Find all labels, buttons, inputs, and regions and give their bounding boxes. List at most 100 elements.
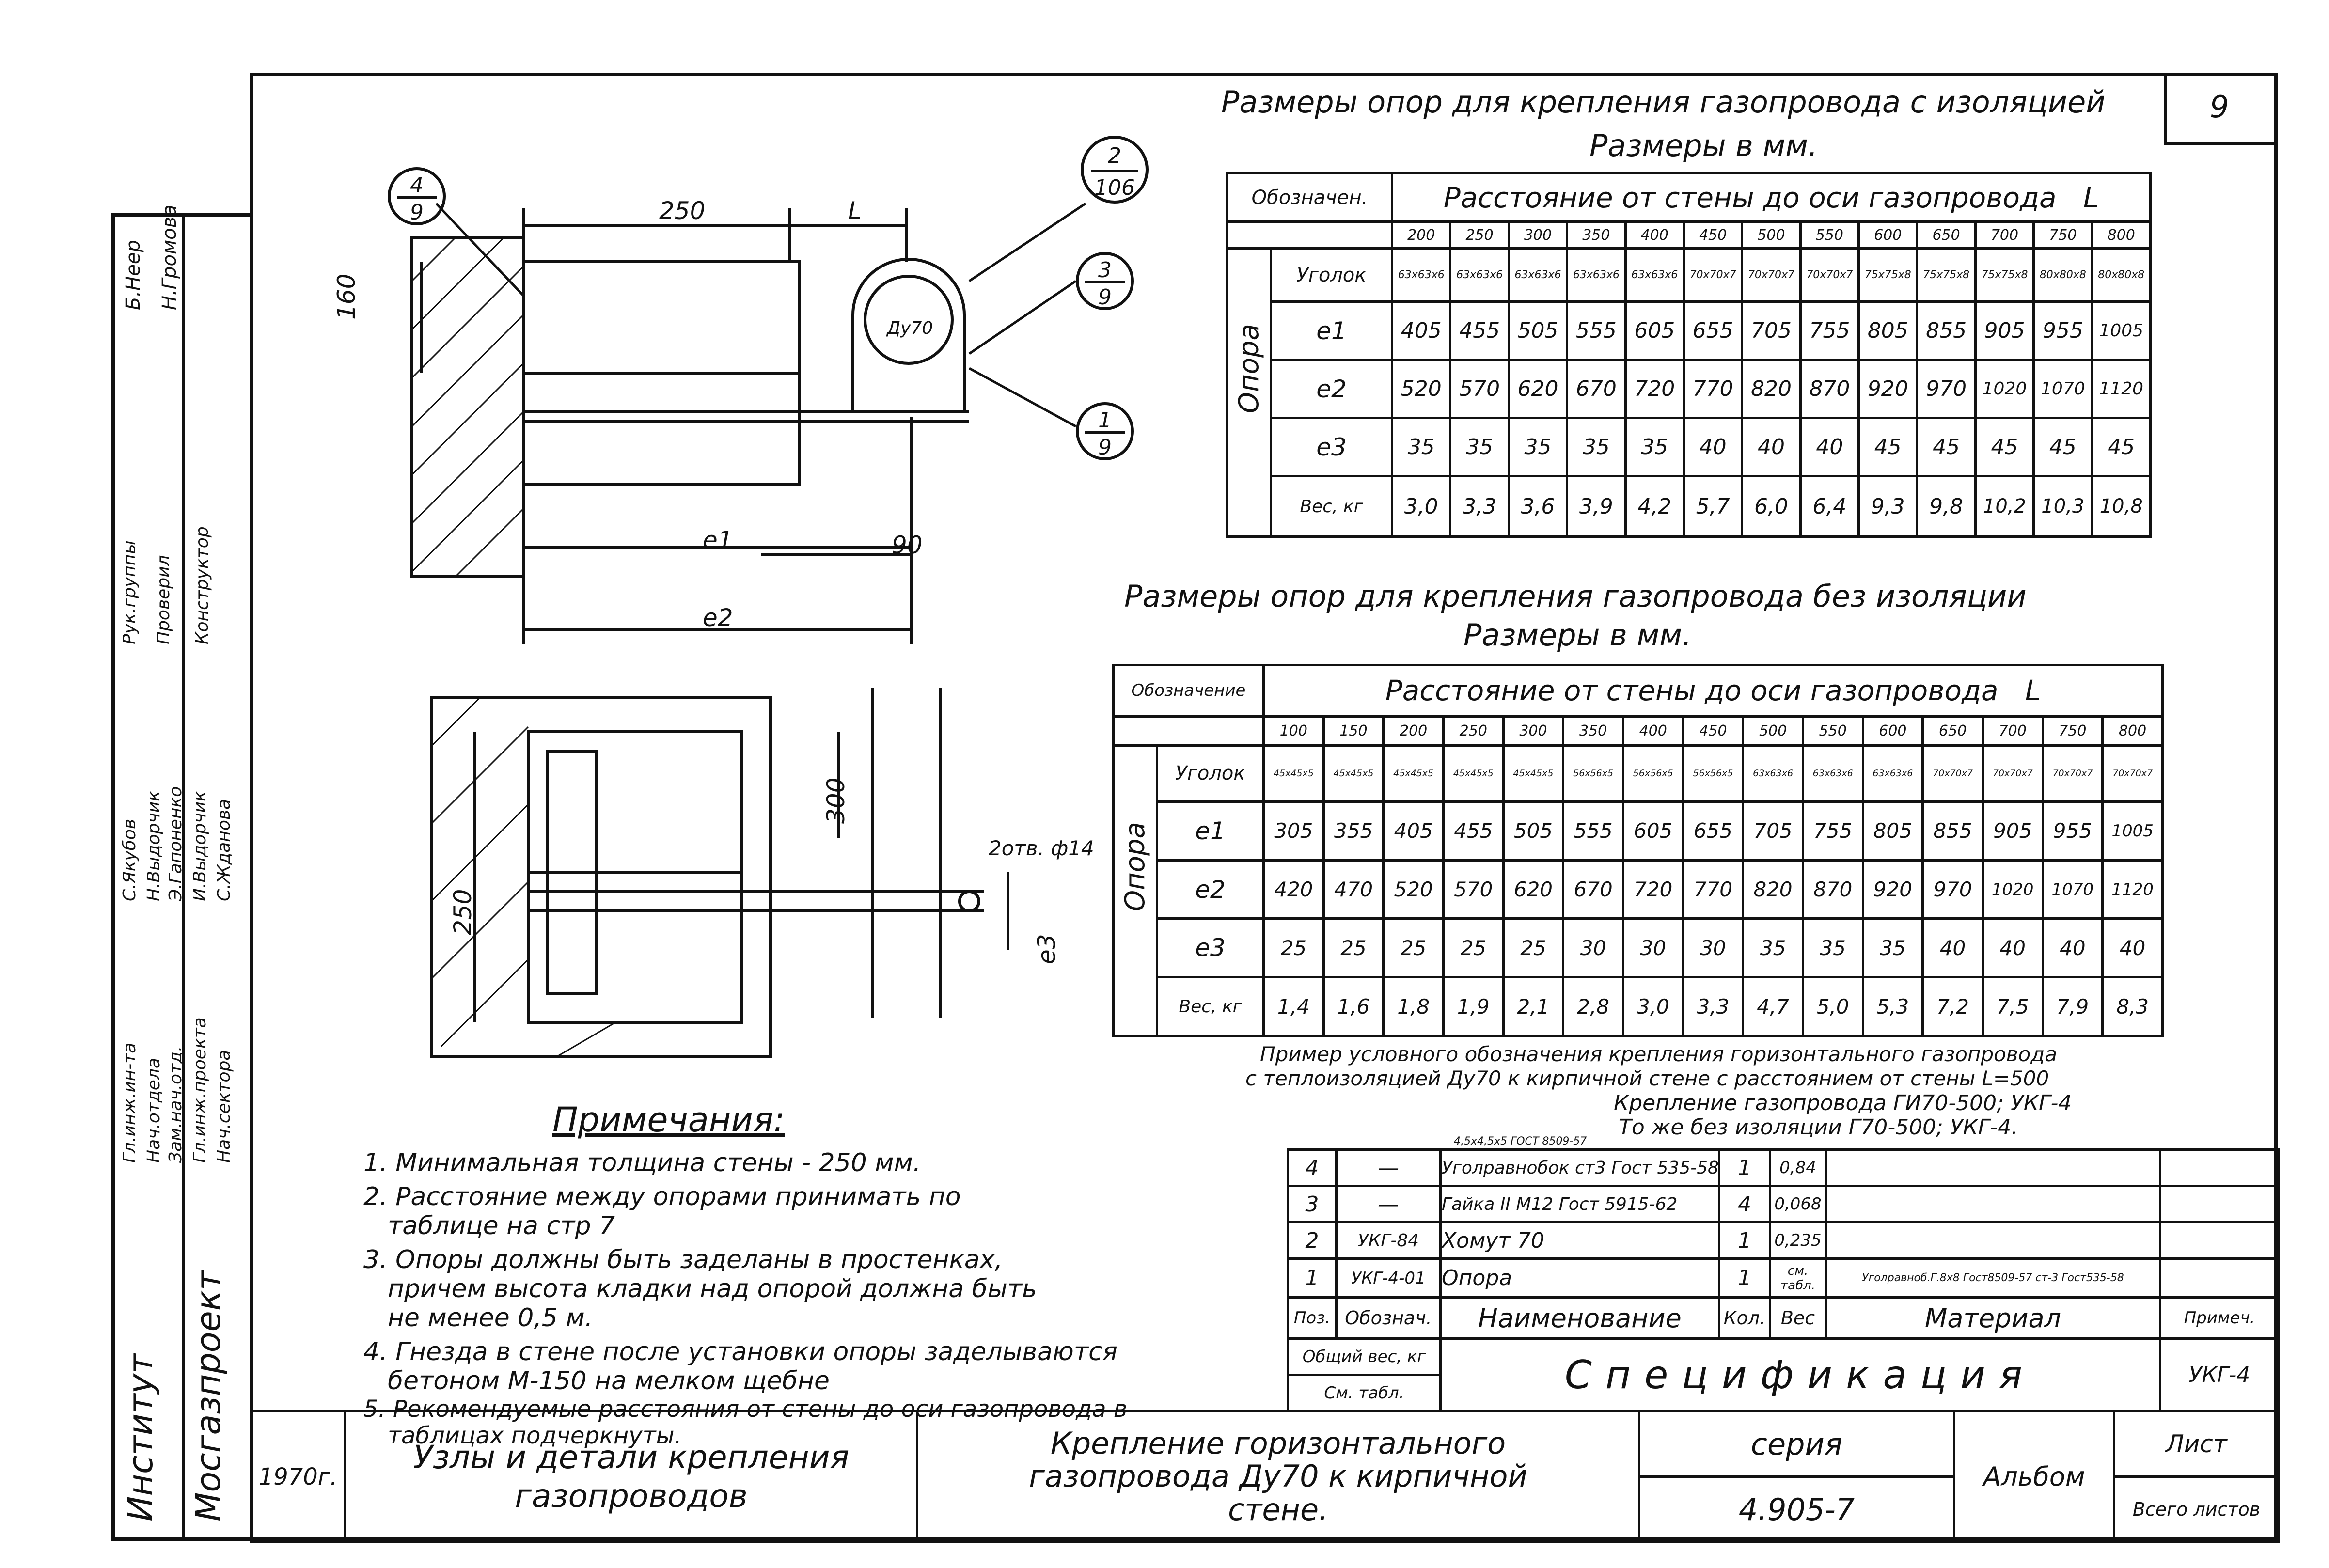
table1-dist: 450 bbox=[1682, 220, 1744, 250]
table1-cell: 705 bbox=[1741, 300, 1802, 361]
table1-cell: 955 bbox=[2032, 300, 2093, 361]
table1-cell: 920 bbox=[1857, 359, 1919, 419]
table1-dist: 500 bbox=[1741, 220, 1802, 250]
table2-dist: 250 bbox=[1442, 715, 1505, 747]
table1-cell: 10,3 bbox=[2032, 475, 2093, 538]
stamp-album: Альбом bbox=[1953, 1410, 2115, 1543]
spec-note-above: 4,5x4,5x5 ГОСТ 8509-57 bbox=[1454, 1135, 1587, 1147]
table2-cell: 505 bbox=[1502, 800, 1565, 862]
note-1: 1. Минимальная толщина стены - 250 мм. bbox=[363, 1148, 921, 1177]
spec-material bbox=[1825, 1148, 2161, 1187]
side-name-1: С.Якубов bbox=[120, 818, 140, 901]
table2-dist: 100 bbox=[1262, 715, 1325, 747]
table2-row-label: Уголок bbox=[1156, 744, 1265, 803]
table2-cell: 25 bbox=[1442, 917, 1505, 979]
table1: Обозначен. Расстояние от стены до оси га… bbox=[1226, 172, 2152, 538]
table1-cell: 905 bbox=[1974, 300, 2035, 361]
table2-cell: 25 bbox=[1262, 917, 1325, 979]
table2-dist: 200 bbox=[1382, 715, 1445, 747]
table1-cell: 75x75x8 bbox=[1974, 247, 2035, 303]
table1-cell: 1120 bbox=[2091, 359, 2152, 419]
spec-material bbox=[1825, 1185, 2161, 1223]
dim-250-plan: 250 bbox=[449, 889, 477, 935]
spec-header-qty: Кол. bbox=[1718, 1296, 1771, 1340]
spec-code: УКГ-84 bbox=[1335, 1221, 1442, 1260]
table1-cell: 45 bbox=[2091, 417, 2152, 477]
table1-cell: 40 bbox=[1799, 417, 1860, 477]
table1-subtitle: Размеры в мм. bbox=[1589, 128, 1818, 163]
table1-cell: 870 bbox=[1799, 359, 1860, 419]
notes-title: Примечания: bbox=[552, 1100, 785, 1140]
table1-dist: 400 bbox=[1624, 220, 1685, 250]
spec-weight: 0,068 bbox=[1769, 1185, 1827, 1223]
table1-cell: 855 bbox=[1916, 300, 1977, 361]
table2-dist: 150 bbox=[1322, 715, 1385, 747]
table2-cell: 1120 bbox=[2101, 859, 2164, 920]
table2-cell: 63x63x6 bbox=[1861, 744, 1924, 803]
table1-cell: 40 bbox=[1741, 417, 1802, 477]
hole-label: 2отв. ф14 bbox=[989, 836, 1094, 860]
table1-row-label: e3 bbox=[1269, 417, 1394, 477]
table1-cell: 3,0 bbox=[1391, 475, 1452, 538]
table1-dist: 250 bbox=[1449, 220, 1510, 250]
table1-row-label: e1 bbox=[1269, 300, 1394, 361]
table2-subtitle: Размеры в мм. bbox=[1463, 617, 1692, 653]
table2-row-label: e2 bbox=[1156, 859, 1265, 920]
note-4: 4. Гнезда в стене после установки опоры … bbox=[363, 1337, 1117, 1366]
table2-cell: 40 bbox=[1921, 917, 1984, 979]
stamp-total-sheets: Всего листов bbox=[2113, 1475, 2280, 1543]
side-divider bbox=[182, 213, 185, 1541]
table1-dist: 750 bbox=[2032, 220, 2093, 250]
table1-dist: 550 bbox=[1799, 220, 1860, 250]
table1-row-label: Уголок bbox=[1269, 247, 1394, 303]
table2-cell: 970 bbox=[1921, 859, 1984, 920]
table2-cell: 305 bbox=[1262, 800, 1325, 862]
spec-name: Хомут 70 bbox=[1439, 1221, 1720, 1260]
table2-cell: 25 bbox=[1322, 917, 1385, 979]
table1-cell: 770 bbox=[1682, 359, 1744, 419]
spec-header-material: Материал bbox=[1825, 1296, 2161, 1340]
table1-cell: 10,2 bbox=[1974, 475, 2035, 538]
table1-dist: 650 bbox=[1916, 220, 1977, 250]
table1-cell: 45 bbox=[1916, 417, 1977, 477]
table1-cell: 63x63x6 bbox=[1624, 247, 1685, 303]
spec-qty: 1 bbox=[1718, 1257, 1771, 1299]
table1-cell: 720 bbox=[1624, 359, 1685, 419]
side-role-3: Зам.нач.отд. bbox=[166, 1046, 186, 1163]
example-line-2: с теплоизоляцией Ду70 к кирпичной стене … bbox=[1245, 1066, 2049, 1090]
table2-row-label: e3 bbox=[1156, 917, 1265, 979]
table2-cell: 905 bbox=[1981, 800, 2044, 862]
table2-cell: 1070 bbox=[2041, 859, 2104, 920]
table2-cell: 1020 bbox=[1981, 859, 2044, 920]
table1-title: Размеры опор для крепления газопровода с… bbox=[1221, 84, 2106, 120]
table2-cell: 4,7 bbox=[1742, 976, 1804, 1037]
table1-cell: 970 bbox=[1916, 359, 1977, 419]
table1-cell: 3,3 bbox=[1449, 475, 1510, 538]
table2-cell: 555 bbox=[1562, 800, 1624, 862]
table2-cell: 1005 bbox=[2101, 800, 2164, 862]
table2-cell: 770 bbox=[1682, 859, 1745, 920]
spec-weight: 0,235 bbox=[1769, 1221, 1827, 1260]
table2-cell: 1,8 bbox=[1382, 976, 1445, 1037]
table2-cell: 70x70x7 bbox=[2041, 744, 2104, 803]
table2-cell: 30 bbox=[1682, 917, 1745, 979]
table2-title: Размеры опор для крепления газопровода б… bbox=[1124, 579, 2027, 614]
dim-90: 90 bbox=[892, 531, 923, 559]
table1-cell: 505 bbox=[1507, 300, 1569, 361]
side-name-3: Э.Гапоненко bbox=[166, 786, 186, 901]
example-line-1: Пример условного обозначения крепления г… bbox=[1260, 1042, 2057, 1066]
table1-cell: 455 bbox=[1449, 300, 1510, 361]
table2-row-e2: e2 420 470 520 570 620 670 720 770 820 8… bbox=[1114, 859, 2164, 920]
sheet-number: 9 bbox=[2210, 89, 2229, 125]
table2-row-e1: e1 305 355 405 455 505 555 605 655 705 7… bbox=[1114, 800, 2164, 862]
spec-pos: 4 bbox=[1287, 1148, 1338, 1187]
table2-distance-header: Расстояние от стены до оси газопровода L bbox=[1262, 664, 2164, 718]
table2-cell: 620 bbox=[1502, 859, 1565, 920]
table2-cell: 45x45x5 bbox=[1262, 744, 1325, 803]
table1-cell: 1005 bbox=[2091, 300, 2152, 361]
spec-code-label: УКГ-4 bbox=[2159, 1337, 2280, 1412]
table1-distances-row: 200 250 300 350 400 450 500 550 600 650 … bbox=[1226, 220, 2152, 250]
table2-dist: 550 bbox=[1801, 715, 1864, 747]
